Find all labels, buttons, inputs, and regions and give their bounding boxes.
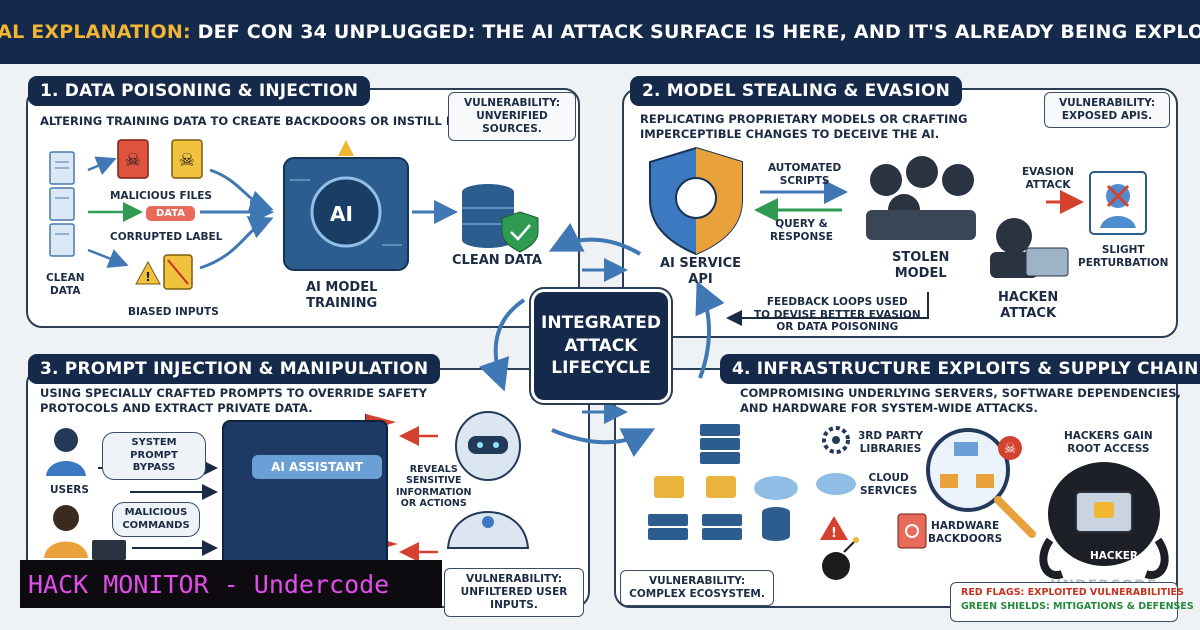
panel2-vuln-heading: VULNERABILITY: (1058, 97, 1156, 109)
automated-scripts-label: AUTOMATED SCRIPTS (768, 162, 842, 187)
slight-perturbation-label: SLIGHT PERTURBATION (1078, 244, 1169, 269)
corrupted-label-label: CORRUPTED LABEL (110, 231, 223, 243)
panel2-description: REPLICATING PROPRIETARY MODELS OR CRAFTI… (640, 112, 968, 141)
svg-text:☠: ☠ (1004, 441, 1017, 457)
panel3-vuln-heading: VULNERABILITY: (465, 573, 563, 585)
svg-text:☠: ☠ (179, 150, 195, 171)
panel3-title: 3. PROMPT INJECTION & MANIPULATION (28, 354, 441, 384)
panel1-description: ALTERING TRAINING DATA TO CREATE BACKDOO… (40, 114, 497, 128)
header-prefix: VISUAL EXPLANATION: (0, 21, 191, 43)
hackers-gain-label: HACKERS GAIN ROOT ACCESS (1064, 430, 1153, 455)
ai-chip-text: AI (330, 202, 353, 226)
reveals-label: REVEALS SENSITIVE INFORMATION OR ACTIONS (396, 464, 472, 510)
green-shield-icon (501, 211, 539, 253)
panel1-vulnerability: VULNERABILITY: UNVERIFIED SOURCES. (448, 92, 576, 142)
integrated-attack-lifecycle: INTEGRATED ATTACK LIFECYCLE (534, 292, 668, 400)
evasion-attack-label: EVASION ATTACK (1022, 166, 1074, 191)
query-response-label: QUERY & RESPONSE (770, 218, 833, 243)
header-title: DEF CON 34 UNPLUGGED: THE AI ATTACK SURF… (197, 21, 1200, 43)
panel1-vuln-heading: VULNERABILITY: (463, 97, 561, 109)
biased-inputs-label: BIASED INPUTS (128, 306, 219, 318)
magnifier-icon (926, 428, 1036, 538)
chip-backdoor-icon (897, 513, 927, 549)
cloud-services-label: CLOUD SERVICES (860, 472, 918, 497)
clean-data-documents-icon (49, 151, 75, 257)
cloud-icon (754, 473, 856, 500)
legend: RED FLAGS: EXPLOITED VULNERABILITIES GRE… (950, 582, 1194, 622)
biased-input-icon: ! (135, 254, 193, 290)
ai-chip-icon (283, 140, 409, 271)
panel4-vulnerability: VULNERABILITY: COMPLEX ECOSYSTEM. (620, 570, 774, 607)
hacker-laptop-icon (990, 218, 1069, 278)
svg-text:!: ! (831, 526, 837, 541)
ai-assistant-header: AI ASSISTANT (252, 455, 382, 479)
api-shield-icon (649, 146, 743, 256)
database-cylinder-icon (762, 507, 790, 541)
clean-data-label: CLEAN DATA (452, 253, 542, 268)
legend-green-shields: GREEN SHIELDS: MITIGATIONS & DEFENSES (961, 601, 1194, 613)
hacker-group-icon (866, 156, 976, 240)
octopus-hacker-icon (1039, 462, 1169, 580)
malicious-commands-bubble: MALICIOUS COMMANDS (112, 502, 200, 537)
hacker-badge-label: HACKER (1090, 550, 1139, 562)
ai-assistant-window (222, 420, 388, 570)
hack-monitor-watermark: HACK MONITOR - Undercode (20, 560, 442, 608)
server-rack-icon (648, 424, 742, 540)
face-target-icon (1089, 171, 1147, 235)
panel1-title: 1. DATA POISONING & INJECTION (28, 76, 371, 106)
svg-text:☠: ☠ (125, 150, 141, 171)
header-banner: VISUAL EXPLANATION: DEF CON 34 UNPLUGGED… (0, 0, 1200, 64)
panel3-description: USING SPECIALLY CRAFTED PROMPTS TO OVERR… (40, 386, 428, 415)
hardware-backdoors-label: HARDWARE BACKDOORS (928, 520, 1003, 545)
feedback-loops-label: FEEDBACK LOOPS USED TO DEVISE BETTER EVA… (754, 296, 921, 334)
panel2-vulnerability: VULNERABILITY: EXPOSED APIs. (1044, 92, 1170, 129)
system-prompt-bypass-bubble: SYSTEM PROMPT BYPASS (102, 432, 206, 480)
malicious-file-icon: ☠ ☠ (117, 139, 203, 179)
panel2-vuln-text: EXPOSED APIs. (1061, 110, 1153, 123)
panel3-vuln-text: UNFILTERED USER INPUTS. (460, 586, 568, 612)
ai-model-training-label: AI MODEL TRAINING (306, 280, 378, 311)
legend-red-flags: RED FLAGS: EXPLOITED VULNERABILITIES (961, 587, 1184, 598)
panel4-description: COMPROMISING UNDERLYING SERVERS, SOFTWAR… (740, 386, 1181, 415)
user-avatar-icon (46, 428, 86, 476)
folder-icon (654, 476, 736, 498)
skull-alert-icon: ☠ (998, 436, 1022, 460)
panel4-vuln-text: COMPLEX ECOSYSTEM. (629, 588, 765, 601)
panel4-vuln-heading: VULNERABILITY: (648, 575, 746, 587)
ai-service-api-label: AI SERVICE API (660, 256, 741, 287)
panel3-vulnerability: VULNERABILITY: UNFILTERED USER INPUTS. (444, 568, 584, 618)
stolen-model-label: STOLEN MODEL (892, 250, 950, 281)
third-party-libraries-label: 3rd PARTY LIBRARIES (858, 430, 923, 455)
panel1-vuln-text: UNVERIFIED SOURCES. (476, 110, 548, 136)
bomb-icon (822, 537, 859, 580)
hacker-attack-label: HACKEN ATTACK (998, 290, 1059, 321)
svg-text:!: ! (145, 270, 150, 284)
gear-icon (822, 426, 850, 454)
malicious-files-label: MALICIOUS FILES (110, 190, 212, 202)
warning-icon: ! (820, 516, 848, 541)
users-label: USERS (50, 484, 89, 496)
panel4-title: 4. INFRASTRUCTURE EXPLOITS & SUPPLY CHAI… (720, 354, 1200, 384)
data-chip: DATA (146, 206, 196, 221)
clean-data-left-label: CLEAN DATA (46, 272, 85, 297)
robot-icon (446, 411, 530, 549)
woman-user-icon (44, 505, 126, 560)
panel2-title: 2. MODEL STEALING & EVASION (630, 76, 963, 106)
